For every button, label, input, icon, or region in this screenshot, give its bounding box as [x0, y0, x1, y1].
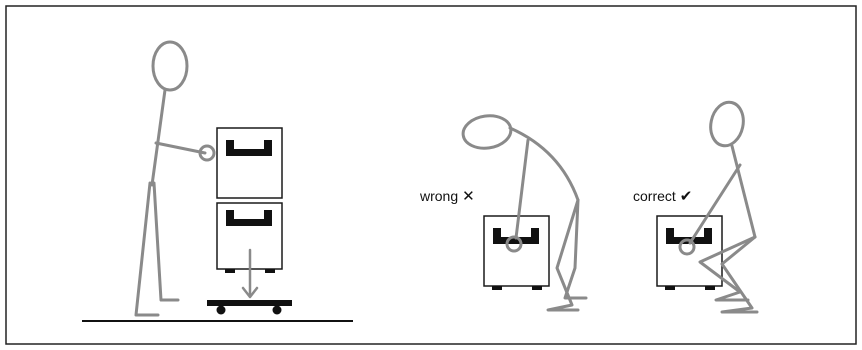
dolly [207, 300, 292, 315]
bent-figure-head [461, 113, 513, 151]
top-box [217, 128, 282, 198]
bent-figure-front-leg [565, 200, 586, 298]
correct-label: correct✔ [633, 187, 692, 205]
standing-figure [136, 42, 214, 315]
squat-figure-back [732, 146, 755, 237]
bottom-box-foot-right [265, 269, 275, 273]
wrong-label-text: wrong [420, 188, 458, 204]
correct-check-icon: ✔ [680, 187, 693, 205]
bottom-box-foot-left [225, 269, 235, 273]
bent-figure-back [510, 128, 578, 200]
wrong-box-foot-right [532, 286, 542, 290]
scene-correct-lift [657, 99, 757, 312]
outer-border [6, 6, 856, 344]
correct-box-foot-left [665, 286, 675, 290]
squat-figure-head [707, 99, 747, 149]
wrong-label: wrong✕ [420, 187, 475, 205]
top-box-body [217, 128, 282, 198]
scene-wrong-lift [461, 113, 586, 310]
figure-head [153, 42, 187, 90]
dolly-platform [207, 300, 292, 306]
correct-box-body [657, 216, 722, 286]
scene-unstacking [82, 42, 353, 321]
figure-arm [156, 143, 205, 153]
wrong-box-foot-left [492, 286, 502, 290]
wrong-cross-icon: ✕ [462, 187, 475, 205]
correct-label-text: correct [633, 188, 676, 204]
bent-figure-back-leg [548, 200, 578, 310]
dolly-wheel-right [273, 306, 282, 315]
figure-front-leg [154, 183, 178, 300]
correct-box-foot-right [705, 286, 715, 290]
dolly-wheel-left [217, 306, 226, 315]
figure-neck-torso [152, 90, 165, 185]
